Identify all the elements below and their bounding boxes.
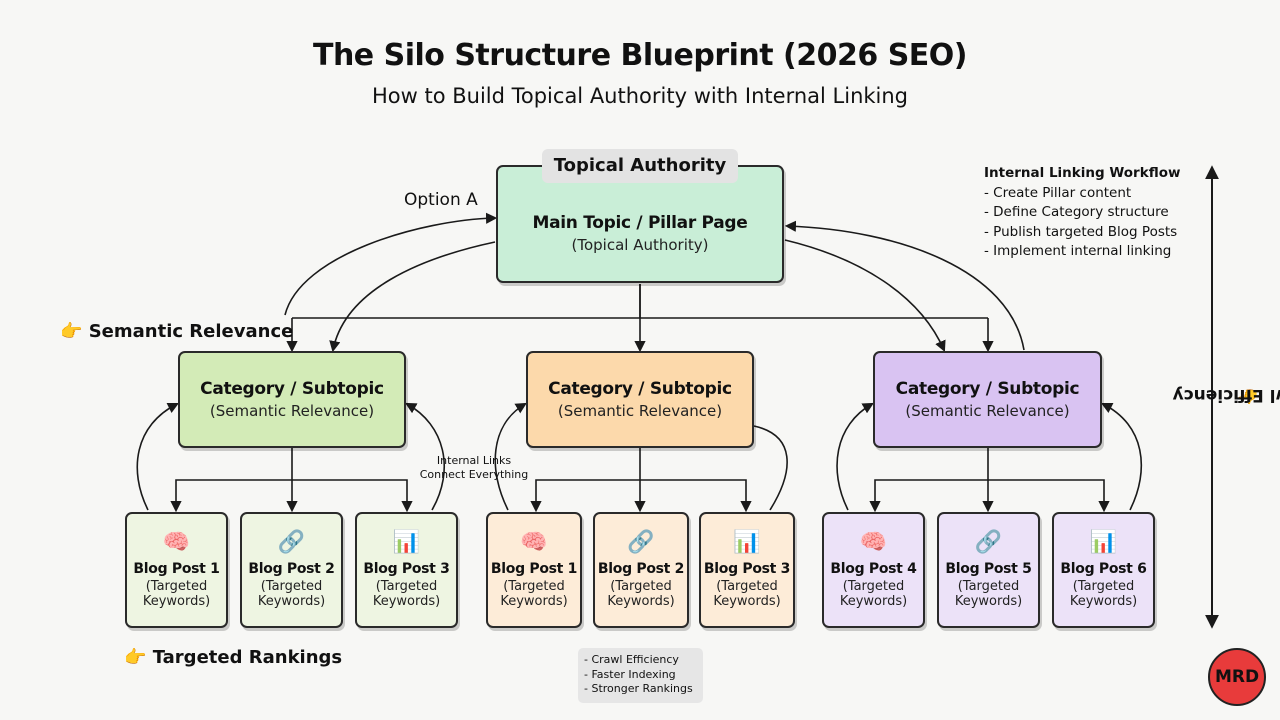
loop-post6-cat3 <box>1100 402 1143 511</box>
post-title: Blog Post 5 <box>945 561 1032 577</box>
category-title: Category / Subtopic <box>895 379 1080 399</box>
loop-post3-cat1 <box>405 402 445 511</box>
post-title: Blog Post 1 <box>490 561 578 577</box>
pointing-hand-icon: 👉 <box>124 647 147 668</box>
curve-cat3-to-pillar <box>784 220 1025 351</box>
pointing-hand-icon: 👉 <box>60 321 83 342</box>
semantic-relevance-label: 👉 Semantic Relevance <box>60 321 294 342</box>
brain-icon: 🧠 <box>520 530 548 555</box>
category-box-1: Category / Subtopic (Semantic Relevance) <box>178 351 406 448</box>
page-title: The Silo Structure Blueprint (2026 SEO) <box>312 38 968 73</box>
curve-cat1-to-pillar <box>284 212 498 316</box>
post-title: Blog Post 3 <box>703 561 791 577</box>
targeted-rankings-label: 👉 Targeted Rankings <box>124 647 343 668</box>
post-title: Blog Post 2 <box>248 561 335 577</box>
loop-post1-cat1 <box>136 402 180 511</box>
arrow-cat2-post3 <box>640 479 752 513</box>
arrow-cat3-post4 <box>869 448 989 513</box>
topical-authority-badge: Topical Authority <box>542 149 738 183</box>
pillar-subtitle: (Topical Authority) <box>571 235 709 254</box>
category-title: Category / Subtopic <box>200 379 384 399</box>
category-box-3: Category / Subtopic (Semantic Relevance) <box>873 351 1102 448</box>
pillar-page-box: Main Topic / Pillar Page (Topical Author… <box>496 165 784 283</box>
post-title: Blog Post 1 <box>133 561 220 577</box>
workflow-item: - Publish targeted Blog Posts <box>984 223 1178 240</box>
link-icon: 🔗 <box>974 530 1003 555</box>
post-title: Blog Post 6 <box>1060 561 1147 577</box>
category-title: Category / Subtopic <box>548 379 732 399</box>
benefit-item: - Stronger Rankings <box>584 682 693 695</box>
loop-post1-cat2 <box>494 402 527 511</box>
curve-pillar-to-cat3 <box>784 239 946 353</box>
internal-links-note: Internal Links Connect Everything <box>419 454 529 481</box>
post-title: Blog Post 4 <box>830 561 917 577</box>
option-a-label: Option A <box>404 190 478 210</box>
brain-icon: 🧠 <box>162 530 191 555</box>
workflow-item: - Define Category structure <box>984 204 1169 220</box>
crawl-efficiency-label: 👉 Crawl Efficiency <box>1172 385 1280 405</box>
workflow-item: - Create Pillar content <box>984 184 1132 201</box>
chart-icon: 📊 <box>392 530 421 555</box>
link-icon: 🔗 <box>277 530 306 555</box>
link-icon: 🔗 <box>627 530 655 555</box>
benefits-box: - Crawl Efficiency - Faster Indexing - S… <box>578 648 703 703</box>
page-subtitle: How to Build Topical Authority with Inte… <box>371 84 909 108</box>
arrow-cat3-post6 <box>988 479 1110 513</box>
post-title: Blog Post 3 <box>363 561 450 577</box>
workflow-title: Internal Linking Workflow <box>984 165 1181 181</box>
curve-pillar-to-cat1 <box>329 241 496 353</box>
mrd-logo-badge: MRD <box>1208 648 1266 706</box>
workflow-panel: Internal Linking Workflow - Create Pilla… <box>984 164 1180 262</box>
arrow-cat1-post1 <box>170 448 293 513</box>
chart-icon: 📊 <box>733 530 761 555</box>
category-box-2: Category / Subtopic (Semantic Relevance) <box>526 351 754 448</box>
loop-post4-cat3 <box>836 402 874 511</box>
arrow-cat2-post1 <box>530 448 641 513</box>
brain-icon: 🧠 <box>859 530 888 555</box>
category-subtitle: (Semantic Relevance) <box>905 402 1070 420</box>
benefit-item: - Crawl Efficiency <box>584 653 679 666</box>
post-title: Blog Post 2 <box>597 561 685 577</box>
workflow-item: - Implement internal linking <box>984 243 1172 259</box>
category-subtitle: (Semantic Relevance) <box>557 402 723 420</box>
benefit-item: - Faster Indexing <box>584 667 676 681</box>
chart-icon: 📊 <box>1089 530 1118 555</box>
arrow-cat1-post3 <box>292 479 413 513</box>
category-subtitle: (Semantic Relevance) <box>209 402 375 420</box>
pillar-title: Main Topic / Pillar Page <box>532 212 748 233</box>
loop-post3-cat2 <box>753 425 788 511</box>
